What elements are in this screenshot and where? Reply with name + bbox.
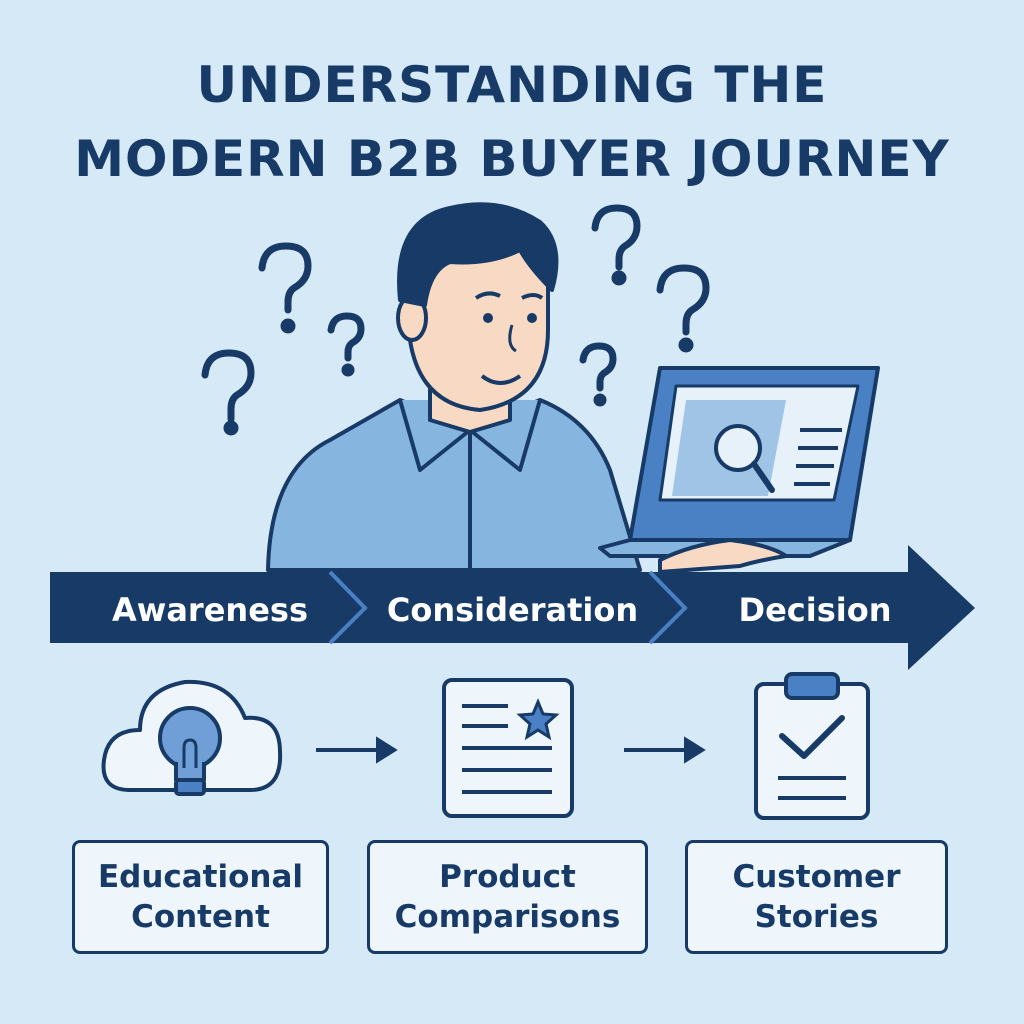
journey-arrow bbox=[50, 545, 975, 670]
stage-consideration: Consideration bbox=[386, 591, 639, 629]
title-line-2: MODERN B2B BUYER JOURNEY bbox=[74, 130, 950, 188]
content-box-educational: Educational Content bbox=[72, 840, 329, 954]
question-mark-icon bbox=[656, 264, 710, 353]
stage-decision: Decision bbox=[738, 591, 892, 629]
stage-awareness: Awareness bbox=[112, 591, 308, 629]
page-title: UNDERSTANDING THE MODERN B2B BUYER JOURN… bbox=[0, 48, 1024, 196]
question-mark-icon bbox=[201, 349, 255, 436]
clipboard-check-icon bbox=[754, 672, 870, 820]
question-marks bbox=[201, 204, 710, 436]
content-label: Product Comparisons bbox=[394, 859, 621, 935]
question-mark-icon bbox=[258, 242, 312, 334]
title-line-1: UNDERSTANDING THE bbox=[196, 56, 828, 114]
content-label: Educational Content bbox=[97, 859, 304, 935]
stage-divider bbox=[648, 570, 688, 645]
stage-divider bbox=[328, 570, 368, 645]
document-star-icon bbox=[442, 678, 574, 818]
content-label: Customer Stories bbox=[732, 859, 901, 935]
question-mark-icon bbox=[327, 312, 365, 377]
lightbulb-cloud-icon bbox=[101, 679, 283, 796]
content-box-comparisons: Product Comparisons bbox=[367, 840, 648, 954]
content-box-stories: Customer Stories bbox=[685, 840, 948, 954]
arrow-right-icon bbox=[316, 736, 398, 764]
question-mark-icon bbox=[591, 204, 641, 286]
laptop-icon bbox=[598, 366, 880, 574]
buyer-person bbox=[266, 202, 642, 572]
question-mark-icon bbox=[579, 342, 617, 407]
arrow-right-icon bbox=[624, 736, 706, 764]
